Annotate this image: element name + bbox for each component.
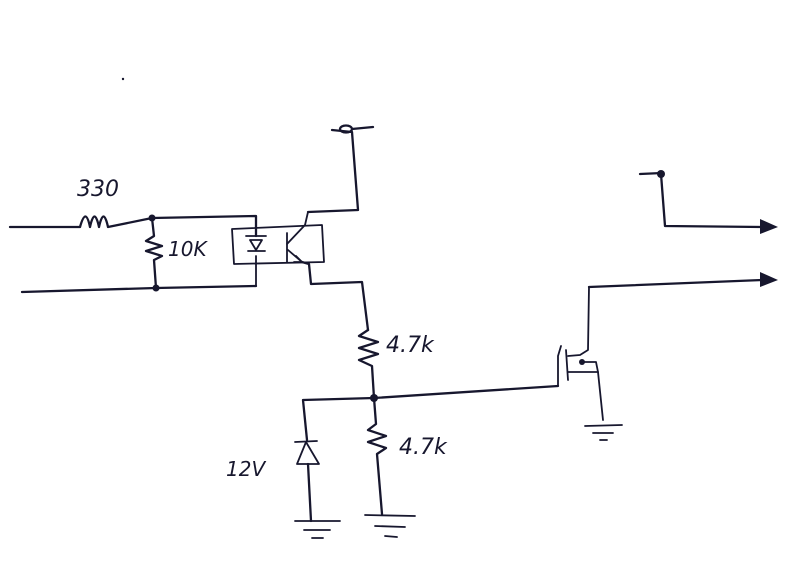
gate-wire <box>372 384 560 400</box>
ground-symbol <box>294 520 341 539</box>
opto-phototransistor-icon <box>286 211 309 263</box>
collector-supply-wire <box>306 124 375 214</box>
mosfet <box>557 286 604 421</box>
zener-diode-12v: 12V <box>226 396 376 523</box>
input-resistor-330: 330 <box>8 177 154 229</box>
opto-led-icon <box>245 235 267 252</box>
junction-dot <box>152 284 160 292</box>
zener-label: 12V <box>226 457 266 481</box>
upper-divider-label: 4.7k <box>386 333 435 358</box>
drain-output-arrow <box>587 272 778 289</box>
terminal-node <box>338 124 354 134</box>
shunt-resistor-label: 10K <box>168 237 208 261</box>
shunt-resistor-10k: 10K <box>144 214 208 292</box>
emitter-wire <box>300 260 370 332</box>
lower-divider-resistor-4.7k: 4.7k <box>366 396 448 516</box>
lower-divider-label: 4.7k <box>399 435 448 460</box>
input-bottom-wire <box>20 284 258 294</box>
ground-symbol <box>364 514 416 538</box>
ground-symbol <box>584 424 623 441</box>
supply-output-arrow <box>638 170 778 234</box>
pencil-speck <box>121 77 125 81</box>
input-resistor-label: 330 <box>77 177 119 202</box>
upper-divider-resistor-4.7k: 4.7k <box>357 328 435 400</box>
